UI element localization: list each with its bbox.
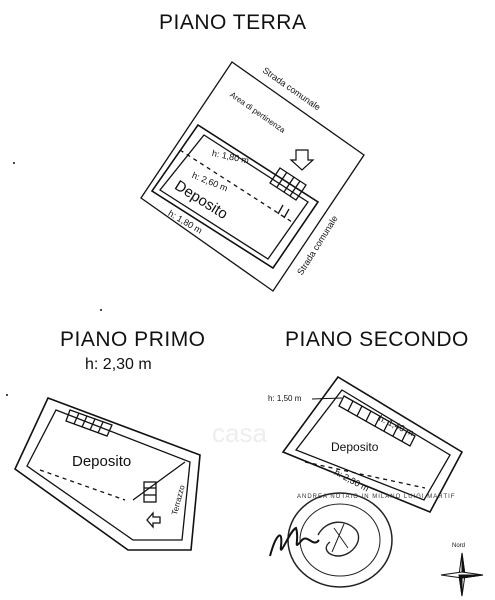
lot-boundary: [140, 61, 365, 292]
second-stairs: [338, 395, 416, 447]
speck: [6, 394, 8, 396]
signature: [269, 526, 320, 557]
ground-building-outer-wall: [150, 123, 320, 270]
ground-floor-plan: [140, 61, 365, 292]
first-partition: [39, 469, 126, 501]
ground-stairs: [269, 167, 307, 201]
seal-text: ANDREA NOTAIO IN MILANO LUIGI MARTIF: [297, 494, 456, 500]
ground-building-inner-wall: [159, 134, 309, 260]
first-floor-title: PIANO PRIMO: [60, 328, 206, 351]
ground-floor-title: PIANO TERRA: [159, 11, 307, 34]
ground-partition: [179, 149, 293, 223]
north-compass: [440, 552, 484, 597]
second-h1-label: h: 1,50 m: [268, 394, 302, 403]
ground-door-mark: [277, 204, 284, 215]
first-building-inner-wall: [26, 409, 191, 541]
first-floor-plan: [13, 396, 201, 551]
first-terrace-divider: [132, 461, 186, 501]
speck: [100, 309, 102, 311]
ground-entrance-arrow: [289, 149, 315, 171]
first-terrace-stairs: [143, 481, 157, 503]
second-floor-plan: [281, 375, 464, 514]
second-building-outer-wall: [281, 375, 464, 514]
second-floor-title: PIANO SECONDO: [285, 328, 469, 351]
watermark: casa: [212, 418, 267, 448]
first-building-outer-wall: [13, 396, 201, 551]
notary-seal: [287, 492, 393, 588]
second-room-label: Deposito: [331, 440, 379, 454]
first-entrance-arrow: [146, 511, 161, 529]
second-leader-line: [311, 397, 343, 400]
first-room-label: Deposito: [72, 453, 132, 470]
first-stairs: [65, 409, 113, 437]
first-height-label: h: 2,30 m: [85, 356, 152, 373]
second-building-inner-wall: [294, 389, 451, 501]
speck: [13, 162, 15, 164]
compass-label: Nord: [452, 543, 466, 549]
